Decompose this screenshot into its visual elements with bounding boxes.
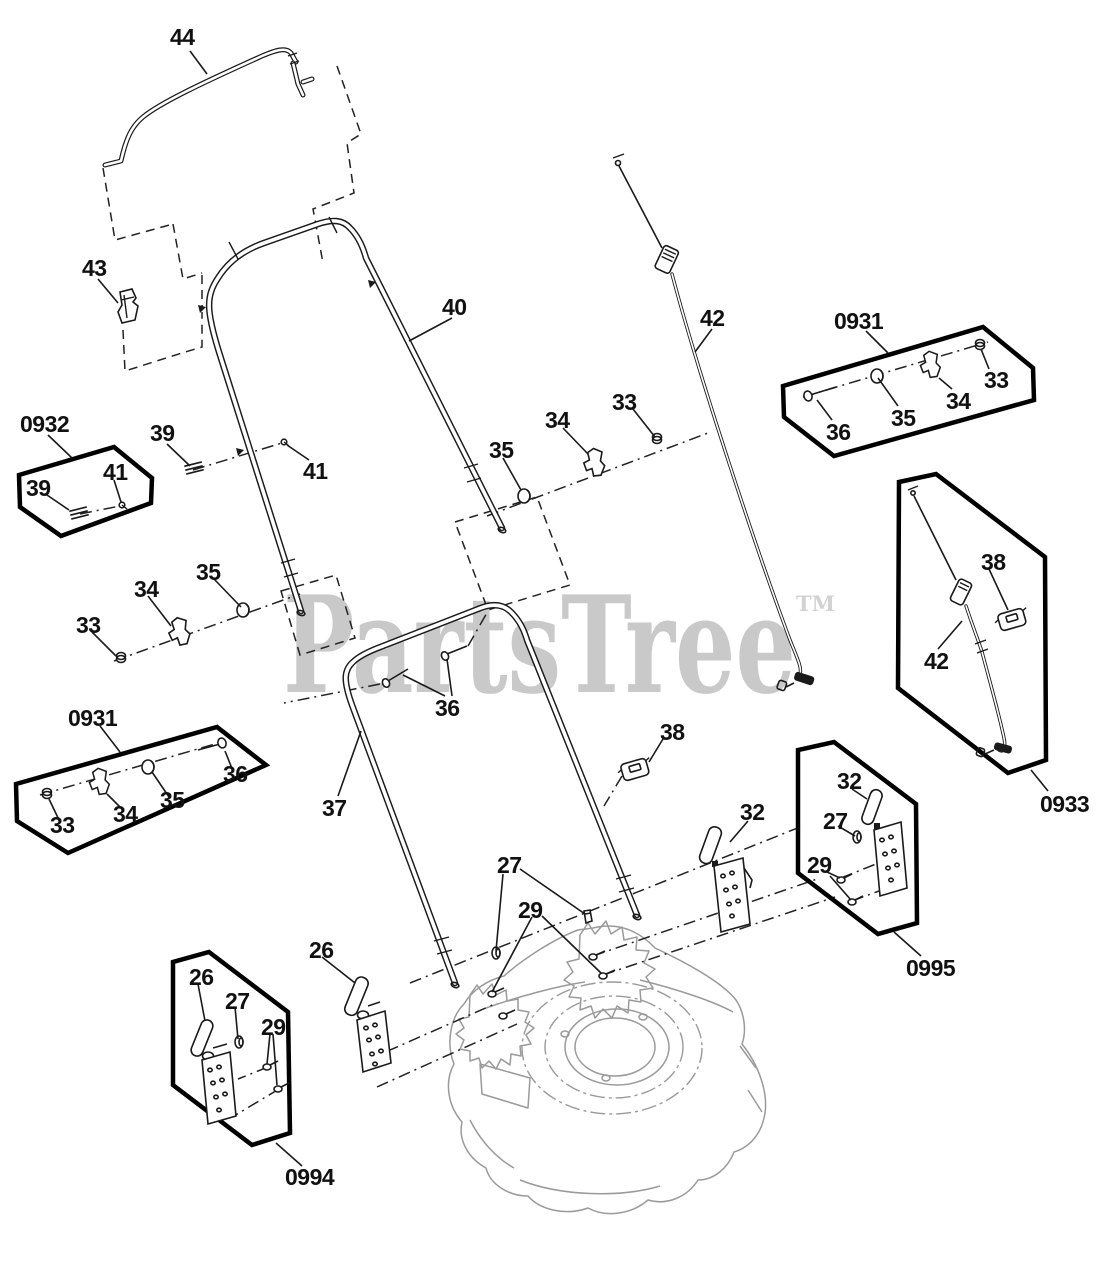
callout-0931-left: 0931	[68, 705, 118, 731]
callout-29-box-0995: 29	[807, 852, 832, 878]
callout-34-center: 34	[545, 407, 570, 433]
knob-34-center	[582, 447, 606, 477]
group-boxes	[13, 324, 1049, 1148]
watermark-logo: PartsTree TM	[283, 566, 835, 724]
upper-handle	[205, 216, 507, 617]
callout-42-box-0933: 42	[924, 648, 949, 674]
callout-42-cable: 42	[700, 305, 725, 331]
nut-33-center	[651, 432, 663, 445]
callout-36-box-left: 36	[223, 761, 248, 787]
callout-33-left: 33	[76, 612, 101, 638]
knob-34-left	[167, 616, 191, 646]
clip-27-center	[583, 909, 593, 925]
callout-29-box-0994: 29	[261, 1014, 286, 1040]
callout-39-box-0932: 39	[26, 475, 51, 501]
washer-27-box-0995	[852, 830, 862, 844]
callout-26-box-0994: 26	[189, 964, 214, 990]
callout-43-lever: 43	[82, 255, 107, 281]
svg-text:PartsTree: PartsTree	[283, 566, 796, 724]
mower-deck	[447, 920, 767, 1215]
svg-text:TM: TM	[796, 591, 835, 616]
callout-34-box-left: 34	[113, 801, 138, 827]
bolt-29-box-0994-a	[262, 1060, 279, 1071]
clip-39-outside	[184, 461, 204, 475]
knob-34-box-tr	[919, 350, 942, 379]
callout-40-upper-handle: 40	[442, 294, 467, 320]
cable-42-box-0933	[907, 485, 1013, 758]
nut-33-box-left	[41, 787, 53, 800]
callout-33-box-left: 33	[50, 812, 75, 838]
box-0931-left	[13, 724, 271, 856]
callout-27-box-0995: 27	[823, 808, 848, 834]
callout-32-box-0995: 32	[837, 768, 862, 794]
bolt-29-lug-top-a	[588, 950, 606, 961]
box-0933	[895, 471, 1049, 776]
bracket-26-main	[343, 976, 392, 1074]
bolt-29-lug-left-b	[498, 1009, 516, 1020]
washer-35-center	[517, 488, 531, 504]
upper-handle-bail	[102, 47, 315, 168]
callout-36-box-tr: 36	[826, 419, 851, 445]
washer-27-center	[491, 946, 501, 960]
box-0995	[795, 739, 920, 937]
hardware	[41, 338, 1027, 1093]
callout-33-center: 33	[612, 389, 637, 415]
callout-39-outside: 39	[150, 420, 175, 446]
handle-lock-lever	[117, 288, 139, 324]
callout-44-bail: 44	[170, 24, 195, 50]
box-0932	[16, 444, 155, 539]
callout-41-box-0932: 41	[103, 459, 128, 485]
nut-33-left	[115, 651, 127, 664]
screw-41-box	[118, 501, 128, 510]
deck-lug-left	[455, 983, 535, 1070]
lower-handle	[342, 601, 642, 989]
callout-33-box-tr: 33	[984, 367, 1009, 393]
box-0994	[170, 949, 293, 1148]
bolt-36-box-left	[197, 737, 227, 751]
bracket-32-main	[698, 825, 753, 934]
callout-0995: 0995	[906, 955, 956, 981]
nut-33-box-tr	[974, 338, 986, 351]
box-0931-top-right	[780, 324, 1037, 459]
bracket-26-box-0994	[190, 1019, 237, 1126]
cable-clip-38-center	[617, 757, 650, 782]
washer-27-box-0994	[234, 1035, 244, 1049]
bolt-36-a	[381, 668, 409, 689]
bolt-29-lug-top-b	[598, 969, 616, 980]
callout-35-center: 35	[489, 437, 514, 463]
callout-0994: 0994	[285, 1164, 335, 1190]
leader-lines	[46, 50, 1049, 1167]
callout-35-box-left: 35	[160, 787, 185, 813]
callout-26-main: 26	[309, 937, 334, 963]
callout-27-box-0994: 27	[225, 988, 250, 1014]
dashed-guides	[39, 65, 989, 1117]
callout-27-center: 27	[497, 852, 522, 878]
callout-34-box-tr: 34	[946, 388, 971, 414]
bolt-29-box-0995-a	[836, 873, 853, 884]
callout-29-center: 29	[518, 897, 543, 923]
washer-35-box-tr	[870, 368, 884, 384]
callout-36-center: 36	[435, 695, 460, 721]
control-cable	[612, 153, 815, 692]
callout-35-box-tr: 35	[891, 405, 916, 431]
clip-39-box	[69, 506, 89, 520]
bracket-32-box-0995	[861, 788, 908, 898]
bolt-29-box-0995-b	[847, 895, 864, 906]
callout-34-left: 34	[134, 576, 159, 602]
bolt-29-box-0994-b	[273, 1082, 290, 1093]
callout-0933: 0933	[1040, 791, 1090, 817]
knob-34-box-left	[88, 767, 111, 796]
callout-38-box-0933: 38	[981, 549, 1006, 575]
cable-clip-38-box	[994, 607, 1027, 632]
callout-0931-top-right: 0931	[834, 308, 884, 334]
callout-0932: 0932	[20, 411, 70, 437]
callout-38-center: 38	[660, 719, 685, 745]
callout-32-main: 32	[740, 799, 765, 825]
callout-35-left: 35	[196, 559, 221, 585]
callout-41-outside: 41	[303, 458, 328, 484]
deck-lug-top	[563, 920, 656, 1019]
callout-37-lower-handle: 37	[322, 795, 347, 821]
bolt-36-box-tr	[803, 386, 837, 402]
